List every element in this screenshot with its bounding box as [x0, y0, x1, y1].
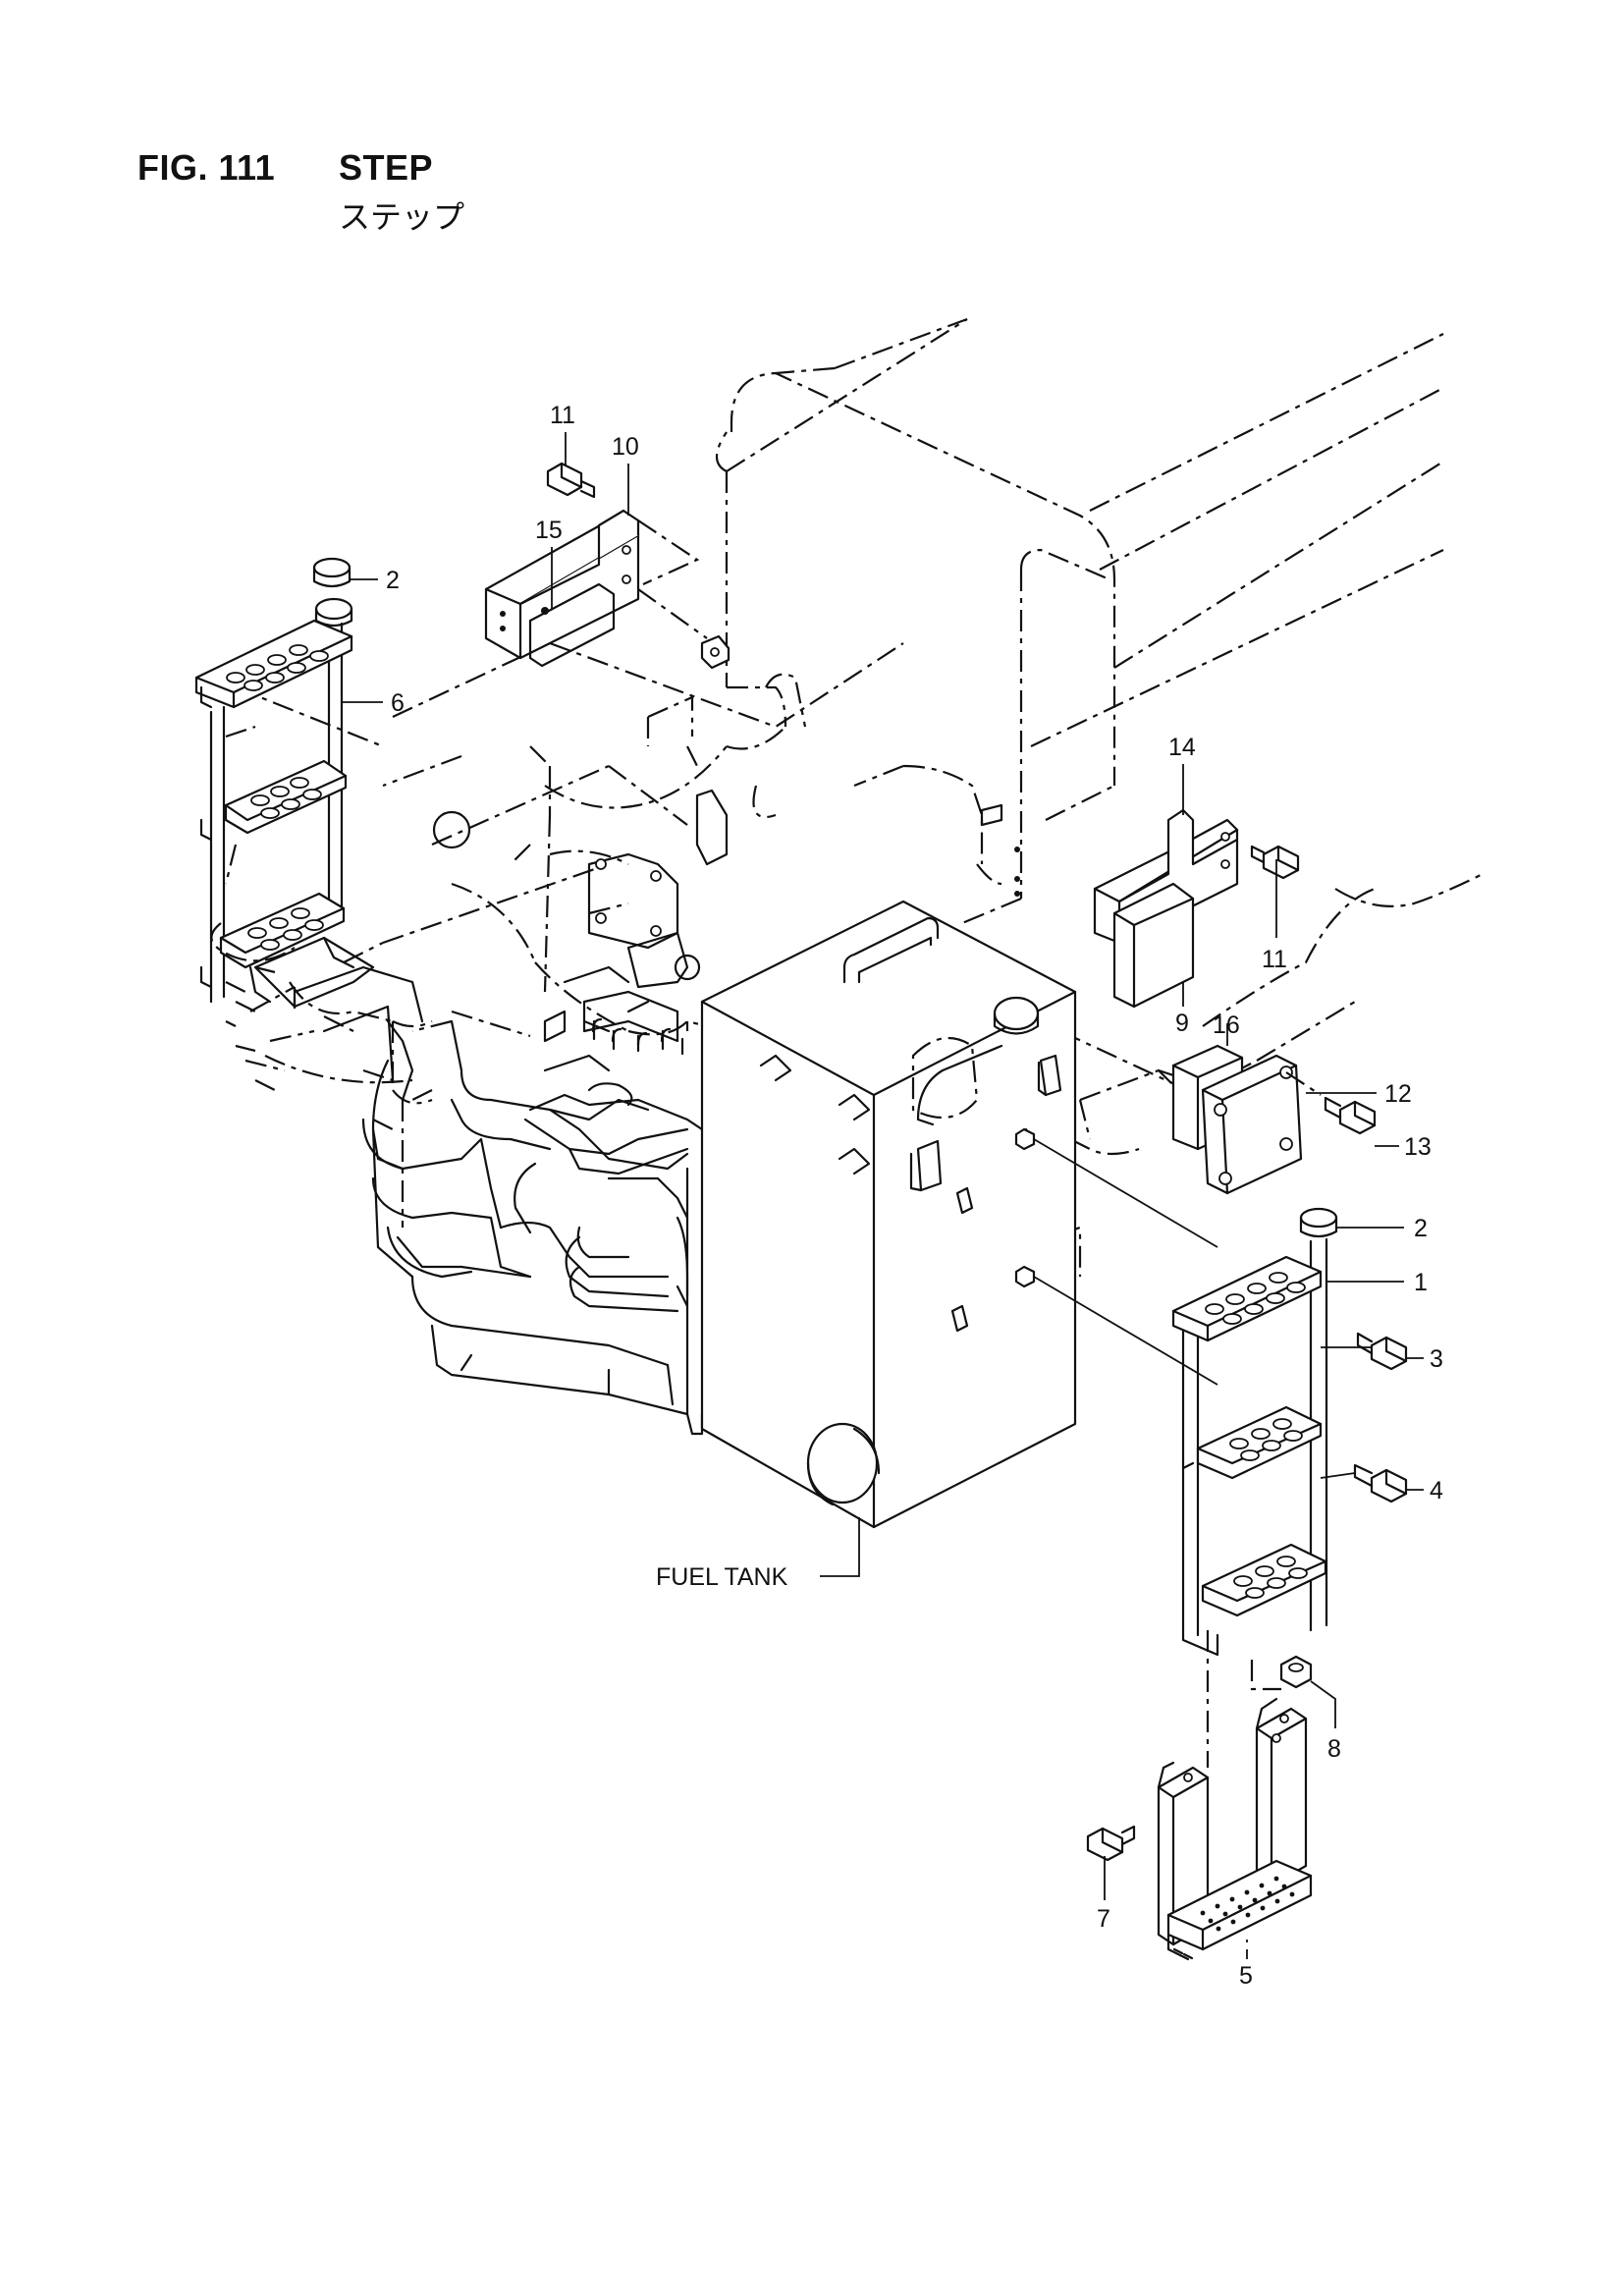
bolt-4 — [1353, 1463, 1408, 1503]
left-step-holes — [226, 644, 329, 951]
plates-12-16 — [1171, 1044, 1322, 1195]
nut-8 — [1279, 1655, 1313, 1689]
cap-2-left — [312, 557, 352, 588]
callout-10: 10 — [612, 433, 639, 461]
callout-2-left: 2 — [386, 567, 400, 594]
cap-2-right — [1299, 1207, 1338, 1284]
callout-6: 5 — [1239, 1962, 1253, 1990]
callout-7: 7 — [1097, 1905, 1110, 1933]
callout-1: 1 — [1414, 1269, 1428, 1296]
sub-step-6 — [1157, 1697, 1313, 1961]
bolt-7 — [1086, 1825, 1136, 1862]
callout-5: 6 — [391, 689, 405, 717]
figure-subtitle: ステップ — [339, 198, 465, 236]
machine-frame-details — [432, 789, 1020, 1072]
chassis-frame — [293, 965, 704, 1436]
callouts: 2 6 11 10 15 14 11 9 16 12 13 2 1 3 4 8 … — [386, 402, 1443, 1990]
right-step-assembly — [1171, 1255, 1328, 1768]
callout-2-right: 2 — [1414, 1215, 1428, 1242]
assembly-phantom-links — [1033, 1138, 1372, 1479]
callout-12: 12 — [1384, 1080, 1412, 1108]
fuel-tank — [700, 900, 1077, 1529]
tank-bosses — [1014, 1127, 1036, 1288]
callout-15: 15 — [535, 517, 563, 544]
callout-leaders — [342, 432, 1424, 1959]
bolt-13 — [1324, 1096, 1377, 1135]
callout-11-top: 11 — [550, 402, 575, 429]
left-step-assembly — [194, 597, 375, 1009]
bracket-9-14 — [1093, 808, 1239, 1009]
bolt-11-top — [546, 462, 596, 499]
bolt-11-right — [1250, 845, 1300, 880]
callout-4: 4 — [1430, 1477, 1443, 1504]
right-step-holes — [1205, 1272, 1308, 1599]
callout-3: 3 — [1430, 1345, 1443, 1373]
figure-title: STEP — [339, 147, 434, 188]
figure-number: FIG. 111 — [137, 147, 276, 188]
fuel-tank-label: FUEL TANK — [656, 1563, 788, 1591]
callout-8: 8 — [1327, 1735, 1341, 1763]
callout-9: 9 — [1175, 1010, 1189, 1037]
sub-step-perforations — [1200, 1876, 1295, 1932]
callout-14: 14 — [1168, 734, 1196, 761]
callout-13: 13 — [1404, 1133, 1432, 1161]
callout-11-right: 11 — [1262, 946, 1287, 973]
callout-16: 16 — [1213, 1011, 1240, 1039]
fuel-tank-leader — [820, 1517, 860, 1577]
bracket-10-15 — [484, 509, 730, 670]
bolt-3 — [1356, 1332, 1408, 1371]
